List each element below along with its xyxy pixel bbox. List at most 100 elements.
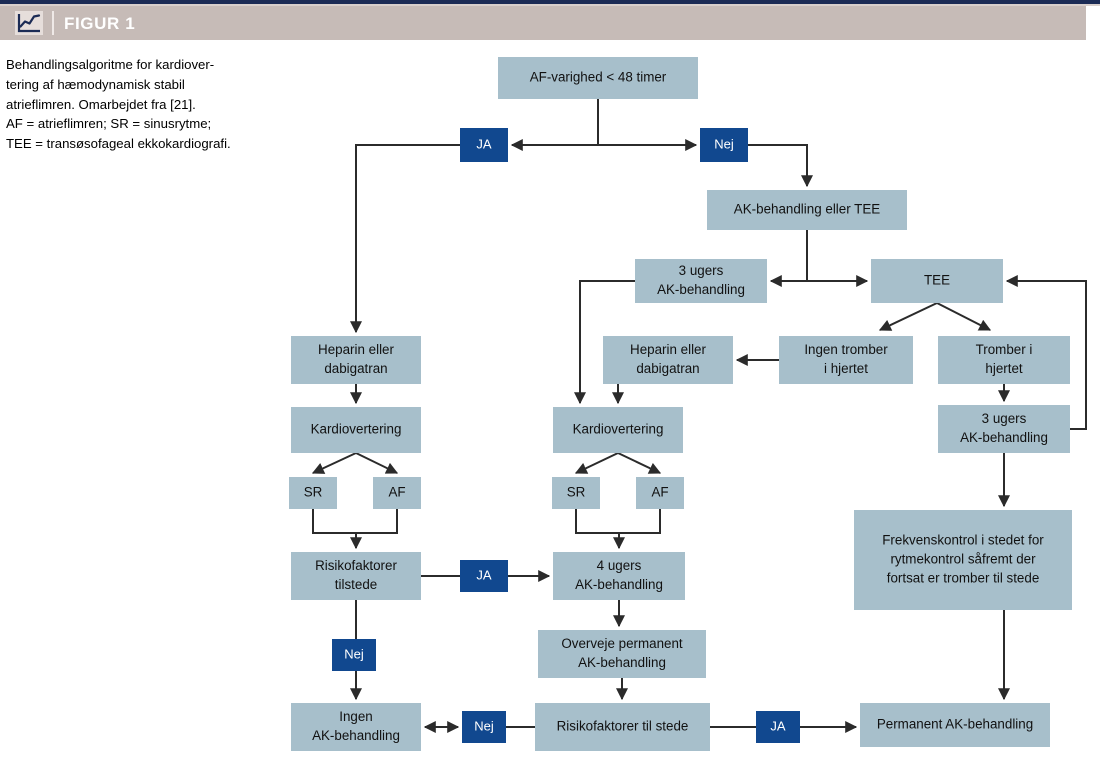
process-box [538,630,706,678]
flow-node-n-frekvens[interactable]: Frekvenskontrol i stedet for rytmekontrol… [854,510,1072,610]
node-label: AK-behandling [575,577,663,592]
figure-title: FIGUR 1 [64,13,136,33]
flow-node-n-hep-left[interactable]: Heparin eller dabigatran [291,336,421,384]
caption-line-3: atrieflimren. Omarbejdet fra [21]. [6,96,196,112]
process-box [289,477,337,509]
node-label: dabigatran [324,361,387,376]
decision-box [460,560,508,592]
edge-tee-to-tromber [936,302,992,331]
node-label: hjertet [985,361,1022,376]
node-label: fortsat er tromber til stede [887,571,1040,586]
caption-line-1: Behandlingsalgoritme for kardiover- [6,57,215,72]
edge-kardio-left-to-af [355,452,399,474]
node-label: Permanent AK-behandling [877,717,1033,732]
process-box [535,703,710,751]
flow-node-d-ja-top[interactable]: JA [460,128,508,162]
node-label: AK-behandling eller TEE [734,202,880,217]
node-label: TEE [924,273,950,288]
node-label: rytmekontrol såfremt der [890,552,1036,567]
node-label: Heparin eller [318,342,394,357]
edge-sr-left-to-risiko [312,509,362,550]
node-label: Overveje permanent [561,636,683,651]
node-label: JA [770,718,786,733]
process-box [553,552,685,600]
flow-node-d-nej-bottom[interactable]: Nej [462,711,506,743]
decision-box [460,128,508,162]
node-label: AF [388,485,405,500]
process-box [373,477,421,509]
flow-node-d-nej-top[interactable]: Nej [700,128,748,162]
node-label: i hjertet [824,361,868,376]
node-label: JA [476,567,492,582]
node-label: 3 ugers [982,411,1027,426]
flow-node-n-risiko-bottom[interactable]: Risikofaktorer til stede [535,703,710,751]
edge-sr-mid-to-4ugers [575,509,625,550]
flow-node-d-nej-left[interactable]: Nej [332,639,376,671]
line-chart-icon [8,6,50,40]
decision-box [700,128,748,162]
node-label: Nej [474,718,494,733]
flow-node-n-tromber[interactable]: Tromber i hjertet [938,336,1070,384]
node-label: Risikofaktorer til stede [557,719,689,734]
decision-box [462,711,506,743]
flow-node-n-tee[interactable]: TEE [871,259,1003,303]
flow-node-n-start[interactable]: AF-varighed < 48 timer [498,57,698,99]
top-rule-navy [0,0,1100,4]
flow-node-d-ja-mid[interactable]: JA [460,560,508,592]
flow-node-n-sr-left[interactable]: SR [289,477,337,509]
node-label: Tromber i [976,342,1033,357]
caption-line-2: tering af hæmodynamisk stabil [6,76,185,92]
caption-line-4: AF = atrieflimren; SR = sinusrytme; [6,116,212,132]
edge-3ugers-to-kardio-mid [574,280,635,405]
process-box [552,477,600,509]
node-label: Kardiovertering [311,422,402,437]
node-label: AF-varighed < 48 timer [530,70,667,85]
node-label: Risikofaktorer [315,558,397,573]
process-box [291,407,421,453]
edge-af-left-to-risiko [356,509,398,534]
process-box [938,405,1070,453]
figure-header-band: FIGUR 1 [0,6,1086,40]
flow-node-n-af-left[interactable]: AF [373,477,421,509]
edge-ja-to-heparin-left [350,144,460,334]
process-box [603,336,733,384]
flow-node-n-kardio-left[interactable]: Kardiovertering [291,407,421,453]
node-label: Ingen [339,709,373,724]
process-box [938,336,1070,384]
flow-node-n-perm-ak[interactable]: Permanent AK-behandling [860,703,1050,747]
node-label: Heparin eller [630,342,706,357]
node-label: AK-behandling [312,728,400,743]
decision-box [332,639,376,671]
process-box [871,259,1003,303]
process-box [291,552,421,600]
edge-tee-to-ingen-tromber [878,302,938,331]
flow-node-n-kardio-mid[interactable]: Kardiovertering [553,407,683,453]
flow-node-n-ak-tee[interactable]: AK-behandling eller TEE [707,190,907,230]
process-box [498,57,698,99]
node-label: 3 ugers [679,263,724,278]
process-box [860,703,1050,747]
flow-node-n-af-mid[interactable]: AF [636,477,684,509]
caption-line-5: TEE = transøsofageal ekkokardiografi. [6,136,231,152]
node-label: AK-behandling [657,282,745,297]
node-label: SR [304,485,323,500]
flow-node-d-ja-bottom[interactable]: JA [756,711,800,743]
edge-kardio-mid-to-af [617,452,662,474]
node-label: Frekvenskontrol i stedet for [882,533,1044,548]
process-box [707,190,907,230]
process-box [635,259,767,303]
node-label: AF [651,485,668,500]
node-label: JA [476,136,492,151]
flow-node-n-sr-mid[interactable]: SR [552,477,600,509]
